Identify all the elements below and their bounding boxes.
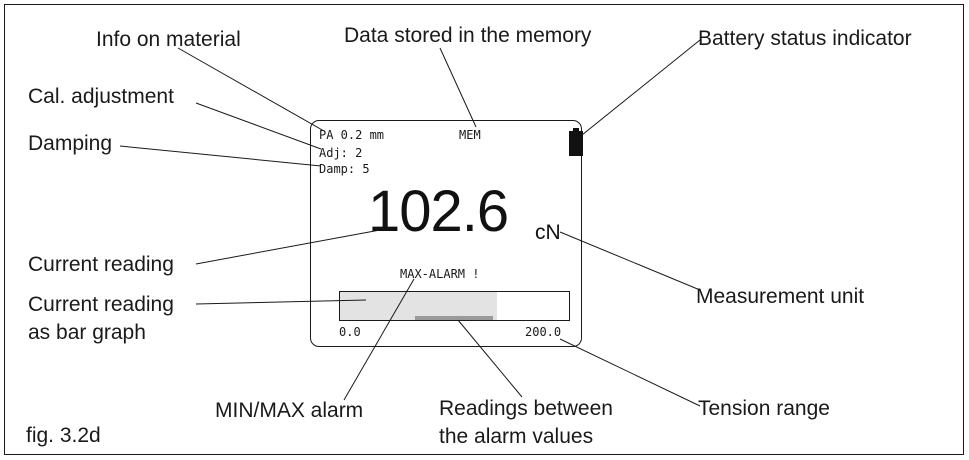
leader-current-reading [195,229,381,265]
leader-info-material [177,47,325,132]
label-data-stored: Data stored in the memory [344,24,592,47]
leader-cal-adjustment [195,102,322,150]
leader-battery [581,39,701,136]
label-current-reading-bar-1: Current reading [28,293,174,316]
leader-bar-graph [195,299,367,305]
reading-unit: cN [535,221,561,244]
label-readings-between-1: Readings between [439,397,613,420]
label-measurement-unit: Measurement unit [696,285,865,308]
current-reading-value: 102.6 [368,179,509,244]
leader-data-stored [439,47,477,128]
range-max: 200.0 [525,325,562,339]
label-cal-adjustment: Cal. adjustment [28,85,174,108]
label-damping: Damping [28,132,113,155]
alarm-message: MAX-ALARM ! [400,267,480,281]
leader-readings-between [457,319,523,398]
label-readings-between-2: the alarm values [439,425,594,448]
label-current-reading: Current reading [28,253,174,276]
label-tension-range: Tension range [698,397,830,420]
adjustment-info: Adj: 2 [319,146,363,160]
alarm-range-band [415,316,493,320]
reading-bar-graph [339,291,570,321]
battery-full-icon [569,128,583,156]
label-info-on-material: Info on material [96,28,241,51]
range-min: 0.0 [339,325,361,339]
damping-info: Damp: 5 [319,162,370,176]
leader-damping [119,145,322,167]
leader-measurement-unit [559,231,701,291]
reading-bar-fill [340,292,498,320]
leader-tension-range [559,338,701,407]
label-min-max-alarm: MIN/MAX alarm [215,399,364,422]
label-current-reading-bar-2: as bar graph [28,321,146,344]
material-info: PA 0.2 mm [319,128,385,142]
figure-caption: fig. 3.2d [26,424,101,447]
leader-min-max-alarm [343,278,415,401]
label-battery-status: Battery status indicator [698,27,912,50]
memory-indicator: MEM [459,128,481,142]
